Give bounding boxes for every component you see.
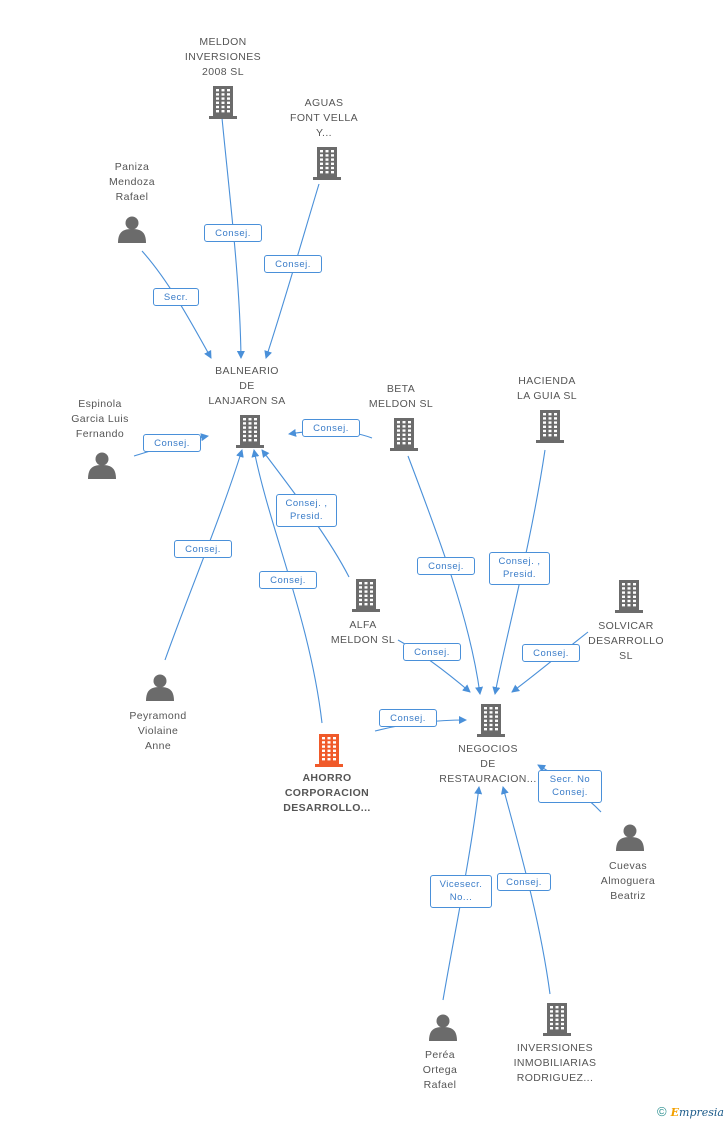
node-label-cuevas[interactable]: Cuevas Almoguera Beatriz xyxy=(600,860,656,902)
edge-label-aguas-balneario[interactable]: Consej. xyxy=(264,255,322,273)
person-icon-perea[interactable] xyxy=(429,1014,457,1042)
brand-name: mpresia xyxy=(679,1106,724,1119)
building-icon-balneario[interactable] xyxy=(236,415,264,448)
building-icon-meldon[interactable] xyxy=(209,86,237,119)
edge-label-paniza-balneario[interactable]: Secr. xyxy=(153,288,199,306)
node-label-peyramond[interactable]: Peyramond Violaine Anne xyxy=(129,710,187,752)
node-label-meldon[interactable]: MELDON INVERSIONES 2008 SL xyxy=(184,36,262,78)
node-label-balneario[interactable]: BALNEARIO DE LANJARON SA xyxy=(208,365,286,407)
edge-label-meldon-balneario[interactable]: Consej. xyxy=(204,224,262,242)
node-label-aguas[interactable]: AGUAS FONT VELLA Y... xyxy=(290,97,358,139)
copyright-symbol: © xyxy=(657,1104,667,1119)
building-icon-solvicar[interactable] xyxy=(615,580,643,613)
edge-label-peyramond-balneario[interactable]: Consej. xyxy=(174,540,232,558)
edge-label-espinola-balneario[interactable]: Consej. xyxy=(143,434,201,452)
node-label-alfa[interactable]: ALFA MELDON SL xyxy=(330,619,396,646)
edge-solvicar-negocios xyxy=(511,631,589,693)
edge-hacienda-negocios xyxy=(492,449,546,695)
edge-label-inversiones-negocios[interactable]: Consej. xyxy=(497,873,551,891)
edge-label-alfa-balneario[interactable]: Consej. , Presid. xyxy=(276,494,337,527)
node-label-espinola[interactable]: Espinola Garcia Luis Fernando xyxy=(71,398,129,440)
edge-label-hacienda-negocios[interactable]: Consej. , Presid. xyxy=(489,552,550,585)
edge-beta-negocios xyxy=(407,455,484,695)
node-label-beta[interactable]: BETA MELDON SL xyxy=(368,383,434,410)
building-icon-hacienda[interactable] xyxy=(536,410,564,443)
empresia-logo[interactable]: ©Empresia xyxy=(657,1104,724,1119)
building-icon-beta[interactable] xyxy=(390,418,418,451)
edge-label-beta-negocios[interactable]: Consej. xyxy=(417,557,475,575)
node-label-ahorro[interactable]: AHORRO CORPORACION DESARROLLO... xyxy=(283,772,371,814)
person-icon-espinola[interactable] xyxy=(88,452,116,480)
building-icon-aguas[interactable] xyxy=(313,147,341,180)
node-label-hacienda[interactable]: HACIENDA LA GUIA SL xyxy=(516,375,578,402)
building-icon-ahorro[interactable] xyxy=(315,734,343,767)
edge-label-alfa-negocios[interactable]: Consej. xyxy=(403,643,461,661)
building-icon-inversiones[interactable] xyxy=(543,1003,571,1036)
edge-label-perea-negocios[interactable]: Vicesecr. No... xyxy=(430,875,492,908)
person-icon-peyramond[interactable] xyxy=(146,674,174,702)
edge-label-ahorro-negocios[interactable]: Consej. xyxy=(379,709,437,727)
node-label-perea[interactable]: Peréa Ortega Rafael xyxy=(422,1049,458,1091)
brand-letter: E xyxy=(670,1106,680,1119)
person-icon-paniza[interactable] xyxy=(118,216,146,244)
edge-label-ahorro-balneario[interactable]: Consej. xyxy=(259,571,317,589)
edge-label-solvicar-negocios[interactable]: Consej. xyxy=(522,644,580,662)
node-label-negocios[interactable]: NEGOCIOS DE RESTAURACION... xyxy=(439,743,537,785)
building-icon-alfa[interactable] xyxy=(352,579,380,612)
person-icon-cuevas[interactable] xyxy=(616,824,644,852)
node-label-inversiones[interactable]: INVERSIONES INMOBILIARIAS RODRIGUEZ... xyxy=(513,1042,597,1084)
node-label-paniza[interactable]: Paniza Mendoza Rafael xyxy=(109,161,155,203)
building-icon-negocios[interactable] xyxy=(477,704,505,737)
edge-label-beta-balneario[interactable]: Consej. xyxy=(302,419,360,437)
node-label-solvicar[interactable]: SOLVICAR DESARROLLO SL xyxy=(588,620,664,662)
edge-label-cuevas-negocios[interactable]: Secr. No Consej. xyxy=(538,770,602,803)
